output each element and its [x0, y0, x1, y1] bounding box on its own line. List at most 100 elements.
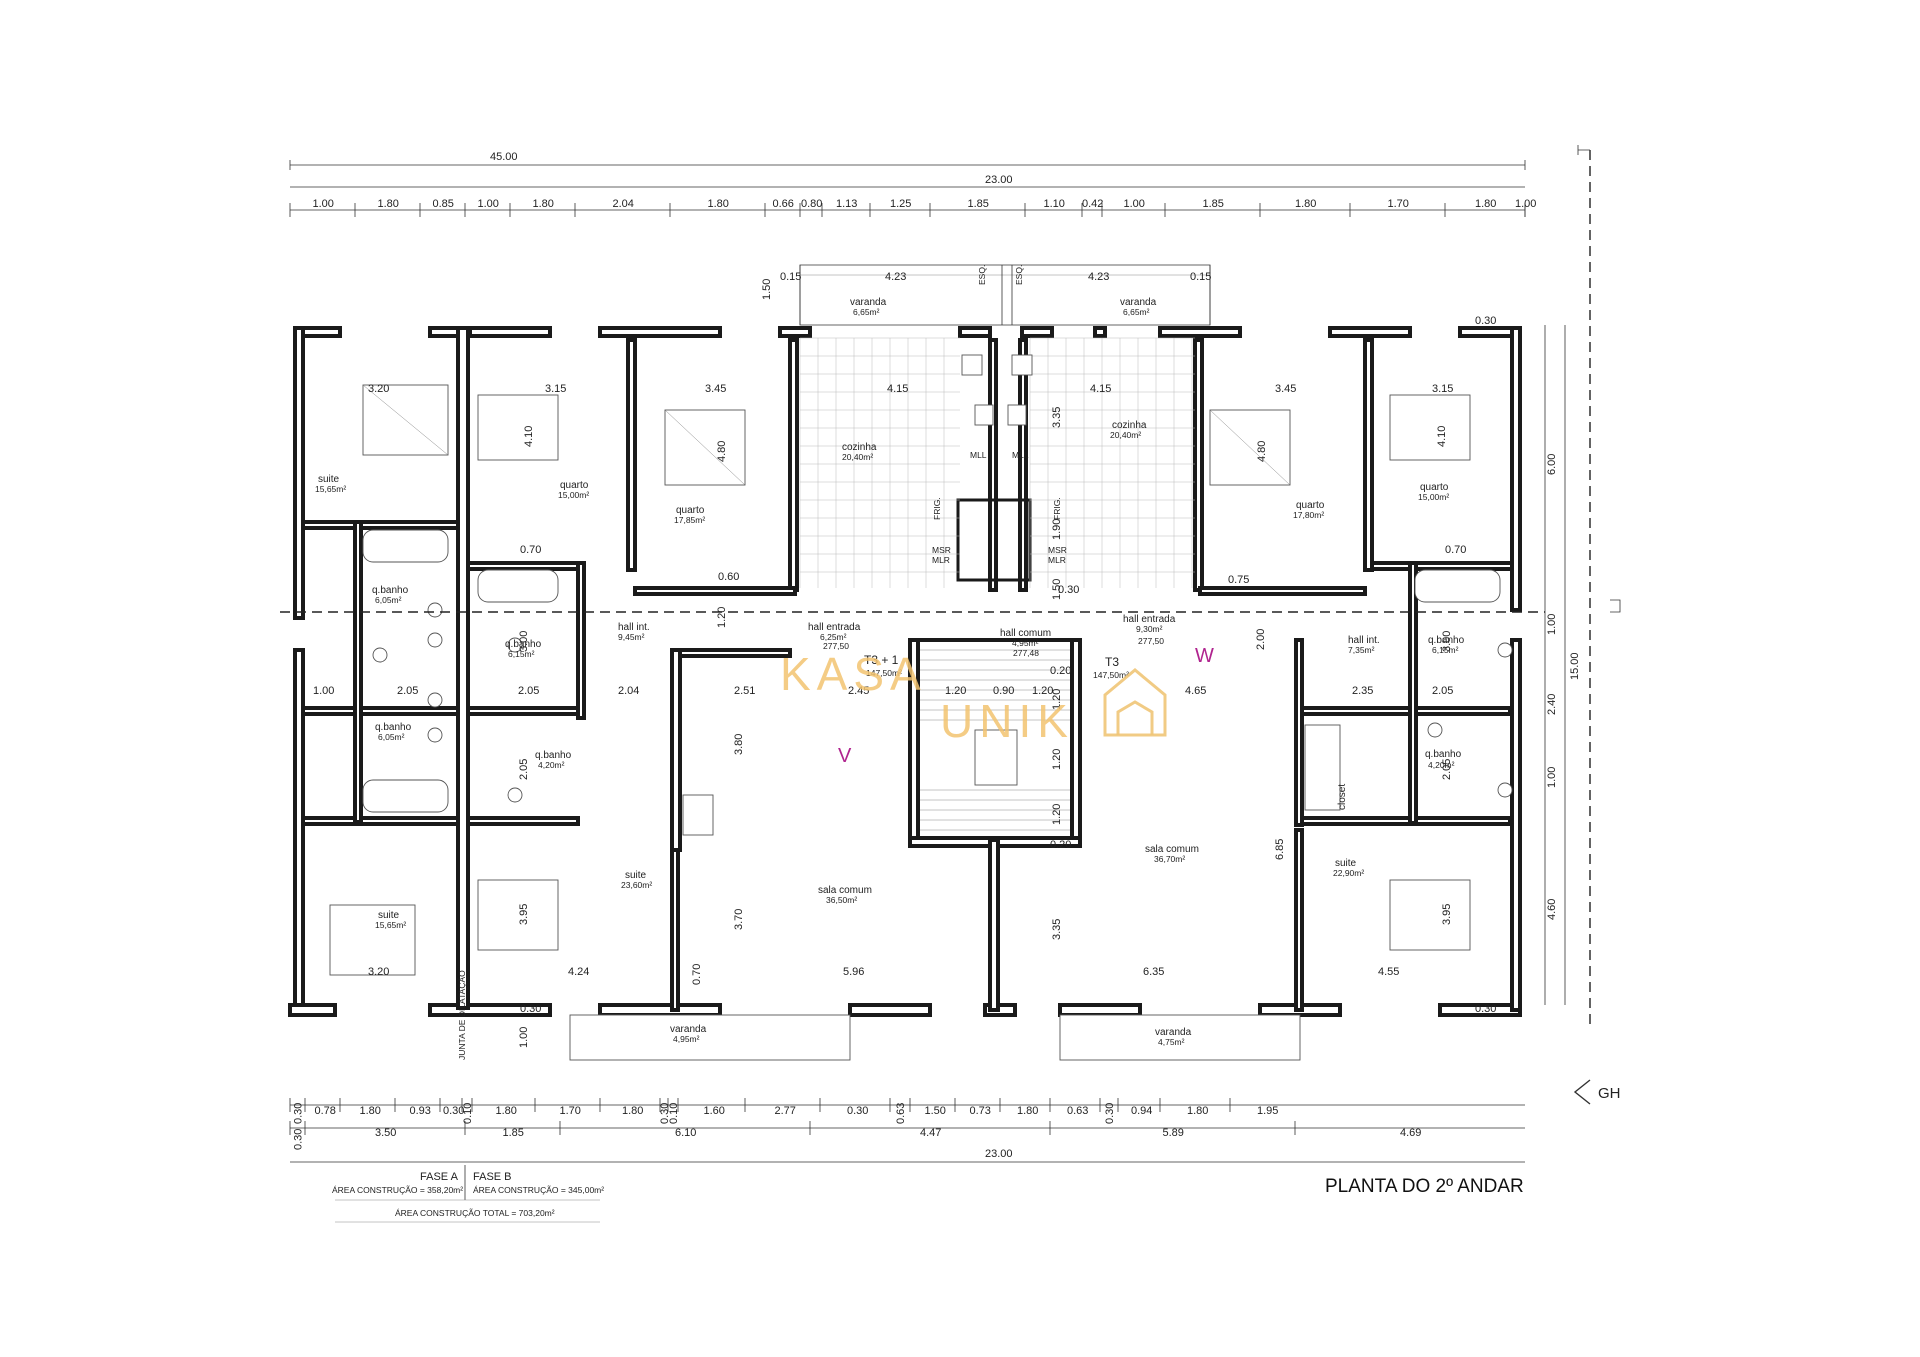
dim-inner: 3.20 — [368, 383, 389, 395]
room-varanda-4: varanda — [1155, 1027, 1192, 1038]
dim-inner: 4.24 — [568, 966, 589, 978]
dim-top-value: 1.00 — [1124, 198, 1145, 210]
dim-top-value: 1.00 — [478, 198, 499, 210]
unit-name-t3: T3 — [1105, 655, 1119, 669]
dim-top-value: 1.80 — [1475, 198, 1496, 210]
phase-b-area: ÁREA CONSTRUÇÃO = 345,00m² — [473, 1185, 604, 1195]
dim-4.23-b: 4.23 — [1088, 271, 1109, 283]
dim-top-value: 1.10 — [1044, 198, 1065, 210]
dim-inner: 0.30 — [1475, 315, 1496, 327]
dim-inner: 3.70 — [733, 909, 745, 930]
room-varanda-3: varanda — [670, 1024, 707, 1035]
dim-inner: 6.35 — [1143, 966, 1164, 978]
dim-inner: 2.51 — [734, 685, 755, 697]
watermark-line1: KASA — [780, 648, 927, 700]
label-esq-1: ESQ. — [977, 265, 987, 285]
room-hall-int-2: hall int. — [1348, 635, 1380, 646]
dim-bottom-value: 0.10 — [462, 1103, 474, 1124]
dim-bottom-value: 1.50 — [925, 1105, 946, 1117]
room-quarto-3: quarto — [1296, 500, 1325, 511]
dim-inner: 3.35 — [1051, 407, 1063, 428]
dim-inner: 0.75 — [1228, 574, 1249, 586]
dim-inner: 1.00 — [518, 1027, 530, 1048]
dim-bottom-value: 0.30 — [293, 1103, 305, 1124]
room-hall-int-1: hall int. — [618, 622, 650, 633]
dim-inner: 6.85 — [1274, 839, 1286, 860]
unit-name-t3-1: T3 + 1 — [864, 653, 899, 667]
room-qbanho-3: q.banho — [505, 639, 542, 650]
dim-bottom-value: 0.94 — [1131, 1105, 1152, 1117]
dim-inner: 0.60 — [718, 571, 739, 583]
dim-inner: 1.20 — [716, 607, 728, 628]
room-suite-2: suite — [378, 910, 400, 921]
label-msr-2: MSR — [1048, 545, 1067, 555]
area-suite-4: 22,90m² — [1333, 868, 1364, 878]
label-frig-2: FRIG. — [1052, 497, 1062, 520]
area-varanda-3: 4,95m² — [673, 1034, 700, 1044]
dim-top-value: 1.80 — [1295, 198, 1316, 210]
dim-top-value: 1.00 — [1515, 198, 1536, 210]
unit-area-t3: 147,50m² — [1093, 670, 1129, 680]
dim-right: 6.00 — [1546, 454, 1558, 475]
dim-4.23-a: 4.23 — [885, 271, 906, 283]
dim-inner: 3.00 — [518, 631, 530, 652]
dim-top-value: 0.66 — [773, 198, 794, 210]
dim-top-value: 1.80 — [533, 198, 554, 210]
area-quarto-4: 15,00m² — [1418, 492, 1449, 502]
dim-right: 2.40 — [1546, 694, 1558, 715]
dim-inner: 0.90 — [993, 685, 1014, 697]
watermark-logo: KASA UNIK — [780, 648, 1167, 747]
dim-inner: 4.10 — [523, 426, 535, 447]
dim-top-value: 1.85 — [968, 198, 989, 210]
room-qbanho-6: q.banho — [1425, 749, 1462, 760]
dim-inner: 3.95 — [518, 904, 530, 925]
stair-treads — [920, 649, 1070, 831]
dim-bottom-value: 4.69 — [1400, 1127, 1421, 1139]
dim-inner: 4.15 — [1090, 383, 1111, 395]
marker-v: V — [838, 745, 852, 767]
label-esq-2: ESQ. — [1014, 265, 1024, 285]
dim-inner: 3.80 — [733, 734, 745, 755]
area-hall-int-2: 7,35m² — [1348, 645, 1375, 655]
dim-right: 4.60 — [1546, 899, 1558, 920]
area-sala-comum-2: 36,70m² — [1154, 854, 1185, 864]
north-arrow-icon — [1573, 1079, 1591, 1105]
room-hall-entrada-1: hall entrada — [808, 622, 861, 633]
dim-top-value: 1.00 — [313, 198, 334, 210]
area-qbanho-3: 6,15m² — [508, 649, 535, 659]
label-mlr-2: MLR — [1048, 555, 1066, 565]
page-title: PLANTA DO 2º ANDAR — [1325, 1176, 1524, 1197]
phase-a-area: ÁREA CONSTRUÇÃO = 358,20m² — [332, 1185, 463, 1195]
dim-bottom-value: 1.80 — [1187, 1105, 1208, 1117]
walls — [288, 326, 1522, 1017]
room-varanda-1: varanda — [850, 297, 887, 308]
room-suite-3: suite — [625, 870, 647, 881]
label-frig-1: FRIG. — [932, 497, 942, 520]
inner-dimensions: 3.20 3.15 3.45 4.15 4.15 3.45 3.15 4.10 … — [313, 315, 1496, 1048]
room-closet: closet — [1337, 784, 1348, 810]
label-mll-1: MLL — [970, 450, 987, 460]
dim-top-value: 0.80 — [801, 198, 822, 210]
dim-inner: 2.05 — [397, 685, 418, 697]
area-sala-comum-1: 36,50m² — [826, 895, 857, 905]
dim-inner: 0.30 — [1058, 584, 1079, 596]
dim-inner: 4.80 — [1256, 441, 1268, 462]
north-label: GH — [1598, 1085, 1621, 1102]
dim-bottom-value: 0.63 — [1067, 1105, 1088, 1117]
dim-inner: 1.50 — [1051, 579, 1063, 600]
dim-inner: 1.20 — [945, 685, 966, 697]
area-qbanho-2: 6,15m² — [1432, 645, 1459, 655]
dim-inner: 4.15 — [887, 383, 908, 395]
dim-inner: 1.00 — [313, 685, 334, 697]
room-hall-comum: hall comum — [1000, 628, 1051, 639]
dim-inner: 4.55 — [1378, 966, 1399, 978]
area-suite-1: 15,65m² — [315, 484, 346, 494]
dim-bottom-value: 1.95 — [1257, 1105, 1278, 1117]
dim-inner: 3.45 — [705, 383, 726, 395]
dim-inner: 3.15 — [545, 383, 566, 395]
